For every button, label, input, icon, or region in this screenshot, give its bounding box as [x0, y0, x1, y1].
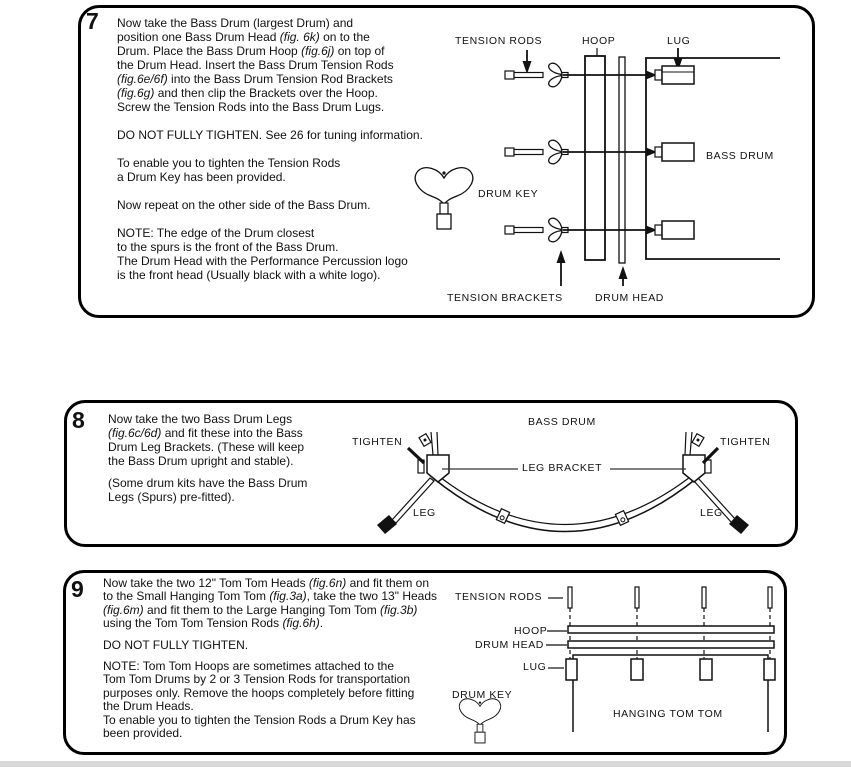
text-line: Drum Leg Brackets. (These will keep — [108, 440, 305, 454]
label-tension-rods: TENSION RODS — [455, 591, 543, 603]
hoop-shape — [584, 55, 606, 261]
step-9-panel: 9 — [63, 570, 787, 755]
text-line: is the front head (Usually black with a … — [117, 268, 381, 282]
drum-rim-arc — [432, 477, 698, 533]
step-7-panel: 7 — [78, 5, 815, 318]
text-line: the Drum Heads. — [103, 699, 194, 714]
text-line: a Drum Key has been provided. — [117, 170, 286, 184]
label-hoop: HOOP — [582, 35, 616, 47]
text-line: Tom Tom Drums by 2 or 3 Tension Rods for… — [103, 672, 411, 687]
tension-rod-row — [504, 62, 695, 88]
text-line: purposes only. Remove the hoops complete… — [103, 685, 415, 700]
tighten-pointer — [701, 446, 720, 465]
tension-rod-row — [504, 139, 695, 165]
step-number: 9 — [71, 576, 84, 602]
text-line: to the Small Hanging Tom Tom (fig.3a), t… — [103, 589, 438, 604]
rim-clamp — [495, 507, 511, 525]
text-line: position one Bass Drum Head (fig. 6k) on… — [117, 30, 370, 44]
label-bass-drum: BASS DRUM — [706, 150, 774, 162]
label-hanging-tom-tom: HANGING TOM TOM — [613, 708, 723, 720]
label-drum-key: DRUM KEY — [478, 188, 539, 200]
label-drum-key: DRUM KEY — [452, 689, 513, 701]
label-bass-drum: BASS DRUM — [528, 416, 596, 428]
text-line: (fig.6c/6d) and fit these into the Bass — [108, 426, 303, 440]
hoop-shape — [567, 625, 775, 634]
text-line: Now take the two Bass Drum Legs — [108, 412, 293, 426]
alignment-dashes — [569, 608, 771, 659]
page-edge-shadow — [0, 761, 851, 767]
step-number: 8 — [72, 407, 85, 433]
text-line: DO NOT FULLY TIGHTEN. See 26 for tuning … — [117, 128, 423, 142]
text-line — [117, 184, 462, 198]
text-line — [117, 114, 462, 128]
tom-tom-shell-shape — [572, 654, 769, 732]
text-line: (Some drum kits have the Bass Drum — [108, 476, 308, 490]
text-line: the Drum Head. Insert the Bass Drum Tens… — [117, 58, 394, 72]
step-8-panel: 8 — [64, 400, 798, 547]
label-leg-left: LEG — [413, 507, 436, 519]
tighten-pointer — [406, 446, 426, 465]
label-tighten-left: TIGHTEN — [352, 436, 403, 448]
tension-rod-row — [504, 217, 695, 243]
text-line: Now take the two 12" Tom Tom Heads (fig.… — [103, 576, 429, 590]
text-line: to the spurs is the front of the Bass Dr… — [117, 240, 339, 254]
label-tension-brackets: TENSION BRACKETS — [447, 292, 563, 304]
text-line: NOTE: Tom Tom Hoops are sometimes attach… — [103, 658, 395, 673]
label-leg-right: LEG — [700, 507, 723, 519]
text-line: To enable you to tighten the Tension Rod… — [117, 156, 341, 170]
bass-drum-head-assembly-diagram — [414, 48, 780, 286]
label-drum-head: DRUM HEAD — [595, 292, 664, 304]
text-line: the Bass Drum upright and stable). — [108, 454, 294, 468]
step-8-instructions: Now take the two Bass Drum Legs(fig.6c/6… — [108, 412, 378, 504]
leg-bracket-shape — [682, 454, 706, 483]
label-lug: LUG — [523, 661, 547, 673]
text-line: (fig.6g) and then clip the Brackets over… — [117, 86, 378, 100]
tom-tom-heads-diagram — [458, 586, 776, 744]
rim-clamp — [614, 509, 630, 527]
text-line: Screw the Tension Rods into the Bass Dru… — [117, 100, 385, 114]
text-line: Drum. Place the Bass Drum Hoop (fig.6j) … — [117, 44, 385, 58]
lugs — [565, 658, 776, 681]
text-line: DO NOT FULLY TIGHTEN. — [103, 637, 249, 652]
label-leg-bracket: LEG BRACKET — [522, 462, 603, 474]
text-line: The Drum Head with the Performance Percu… — [117, 254, 408, 268]
text-line: Legs (Spurs) pre-fitted). — [108, 490, 235, 504]
drum-rim-arc — [435, 473, 695, 526]
text-line: NOTE: The edge of the Drum closest — [117, 226, 315, 240]
bass-drum-shell-shape — [645, 57, 780, 260]
label-lug: LUG — [667, 35, 691, 47]
text-line: To enable you to tighten the Tension Rod… — [103, 712, 416, 727]
shell-edges — [430, 431, 693, 456]
leg-foot — [377, 515, 397, 534]
label-tension-rods: TENSION RODS — [455, 35, 543, 47]
text-line: (fig.6m) and fit them to the Large Hangi… — [103, 602, 418, 617]
shell-clamp — [418, 432, 432, 448]
drum-head-shape — [618, 56, 626, 264]
text-line: Now repeat on the other side of the Bass… — [117, 198, 371, 212]
label-hoop: HOOP — [514, 625, 548, 637]
text-line: (fig.6e/6f) into the Bass Drum Tension R… — [117, 72, 393, 86]
tension-rods — [567, 586, 773, 609]
bass-drum-legs-diagram — [377, 431, 749, 534]
shell-clamp — [691, 432, 705, 448]
step-9-instructions: Now take the two 12" Tom Tom Heads (fig.… — [103, 576, 483, 740]
text-line — [117, 142, 462, 156]
text-line: Now take the Bass Drum (largest Drum) an… — [117, 16, 354, 30]
text-line: been provided. — [103, 725, 183, 740]
label-connectors — [546, 597, 567, 669]
text-line — [117, 212, 462, 226]
leg-foot — [729, 515, 749, 534]
step-number: 7 — [86, 8, 99, 34]
leg-bracket-shape — [426, 454, 450, 483]
step-7-instructions: Now take the Bass Drum (largest Drum) an… — [117, 16, 462, 282]
drum-head-shape — [567, 640, 775, 649]
label-drum-head: DRUM HEAD — [475, 639, 544, 651]
label-tighten-right: TIGHTEN — [720, 436, 771, 448]
text-line — [108, 468, 378, 476]
text-line: using the Tom Tom Tension Rods (fig.6h). — [103, 616, 324, 631]
